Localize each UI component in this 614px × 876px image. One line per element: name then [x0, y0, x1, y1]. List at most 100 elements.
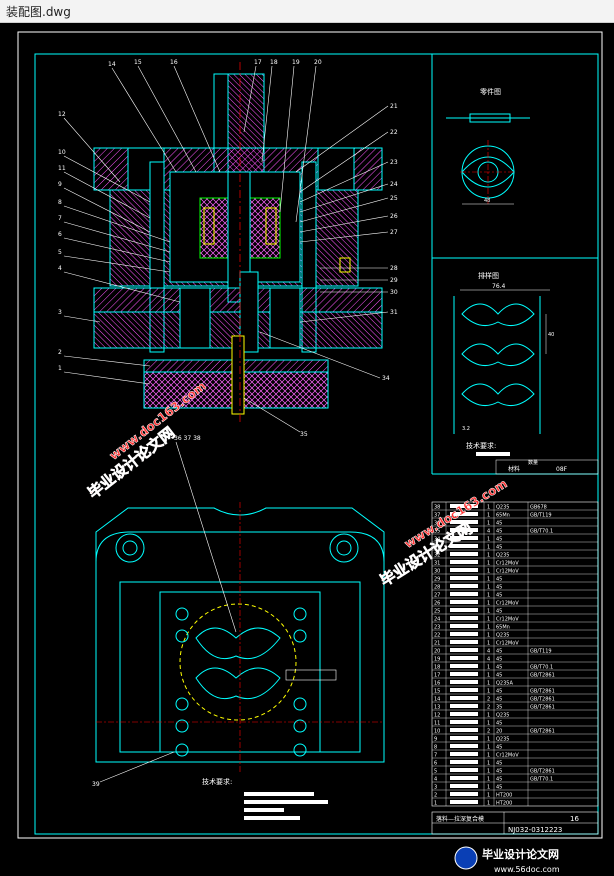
svg-text:1: 1	[58, 365, 62, 372]
bom-cell: 1	[487, 633, 490, 639]
bom-cell: 1	[487, 713, 490, 719]
svg-text:35: 35	[300, 431, 308, 438]
guide-hole-right	[329, 533, 359, 563]
bom-name-redacted	[450, 696, 478, 700]
bom-name-redacted	[450, 592, 478, 596]
bom-cell: 7	[434, 753, 437, 759]
callout-bottom: 39	[92, 781, 100, 788]
bom-cell: Cr12MoV	[496, 617, 519, 623]
bom-cell: 18	[434, 665, 440, 671]
tech-requirements-bottom: 技术要求:	[202, 777, 328, 820]
bom-cell: 9	[434, 737, 437, 743]
tech-req-right: 技术要求:	[466, 441, 496, 450]
bom-cell: 20	[434, 649, 440, 655]
svg-text:29: 29	[390, 277, 398, 284]
tech-req-bottom: 技术要求:	[202, 777, 232, 786]
svg-text:2: 2	[58, 349, 62, 356]
window-titlebar: 装配图.dwg	[0, 0, 614, 23]
bom-cell: 6	[434, 761, 437, 767]
bom-cell: HT200	[496, 793, 512, 799]
bom-cell: 26	[434, 601, 440, 607]
bom-cell: 65Mn	[496, 625, 510, 631]
bom-cell: GB/T70.1	[530, 777, 553, 783]
bom-cell: 30	[434, 569, 440, 575]
bom-name-redacted	[450, 720, 478, 724]
bom-name-redacted	[450, 520, 478, 524]
bom-cell: 65Mn	[496, 513, 510, 519]
bom-cell: Q235	[496, 553, 509, 559]
bom-cell: 1	[487, 553, 490, 559]
bom-name-redacted	[450, 528, 478, 532]
bom-cell: 45	[496, 585, 502, 591]
bom-cell: 16	[434, 681, 440, 687]
title-block: 落料—拉深复合模 16 NJ032-0312223	[431, 811, 599, 835]
bom-cell: 1	[487, 625, 490, 631]
bom-name-redacted	[450, 512, 478, 516]
svg-text:9: 9	[58, 181, 62, 188]
svg-text:8: 8	[58, 199, 62, 206]
bom-cell: 1	[487, 593, 490, 599]
bom-cell: 45	[496, 769, 502, 775]
bom-cell: 2	[434, 793, 437, 799]
site-banner: 毕业设计论文网 www.56doc.com	[450, 842, 612, 876]
svg-text:7: 7	[58, 215, 62, 222]
bom-name-redacted	[450, 800, 478, 804]
part-view: 零件图 48	[446, 87, 530, 205]
bom-cell: 1	[487, 681, 490, 687]
bom-name-redacted	[450, 688, 478, 692]
bom-cell: GB/T2861	[530, 697, 555, 703]
bom-cell: 34	[434, 537, 440, 543]
svg-text:48: 48	[484, 198, 490, 204]
bom-cell: 8	[434, 745, 437, 751]
bom-name-redacted	[450, 600, 478, 604]
bom-cell: Cr12MoV	[496, 569, 519, 575]
bom-cell: 13	[434, 705, 440, 711]
bom-cell: 3	[434, 785, 437, 791]
bom-cell: 1	[487, 721, 490, 727]
svg-text:14: 14	[108, 61, 116, 68]
svg-text:31: 31	[390, 309, 398, 316]
bom-name-redacted	[450, 744, 478, 748]
material-value: 08F	[556, 466, 568, 473]
bom-cell: 4	[434, 777, 437, 783]
bom-cell: 37	[434, 513, 440, 519]
bom-cell: 24	[434, 617, 440, 623]
section-view	[93, 62, 383, 422]
bom-cell: 1	[487, 521, 490, 527]
svg-text:22: 22	[390, 129, 398, 136]
bom-cell: 45	[496, 761, 502, 767]
bom-cell: 45	[496, 545, 502, 551]
bom-name-redacted	[450, 576, 478, 580]
bom-name-redacted	[450, 728, 478, 732]
bom-cell: 1	[434, 801, 437, 807]
bom-name-redacted	[450, 648, 478, 652]
bom-cell: 1	[487, 609, 490, 615]
bom-cell: 25	[434, 609, 440, 615]
site-url: www.56doc.com	[494, 865, 560, 874]
bom-name-redacted	[450, 544, 478, 548]
layout-step: 3.2	[462, 426, 470, 432]
bom-cell: 1	[487, 737, 490, 743]
bom-cell: 20	[496, 729, 502, 735]
bom-cell: 1	[487, 513, 490, 519]
bom-name-redacted	[450, 560, 478, 564]
svg-text:18: 18	[270, 59, 278, 66]
bom-cell: 45	[496, 673, 502, 679]
bom-cell: 45	[496, 689, 502, 695]
layout-view-title: 排样图	[478, 271, 499, 280]
bom-cell: 15	[434, 689, 440, 695]
bom-cell: 36	[434, 521, 440, 527]
bom-cell: 1	[487, 585, 490, 591]
svg-text:3: 3	[58, 309, 62, 316]
bom-cell: 1	[487, 545, 490, 551]
svg-text:24: 24	[390, 181, 398, 188]
bom-name-redacted	[450, 624, 478, 628]
bom-cell: Q235	[496, 633, 509, 639]
bom-cell: 1	[487, 601, 490, 607]
bom-cell: 1	[487, 793, 490, 799]
sheet-outer-border	[17, 31, 603, 839]
bom-cell: 28	[434, 585, 440, 591]
